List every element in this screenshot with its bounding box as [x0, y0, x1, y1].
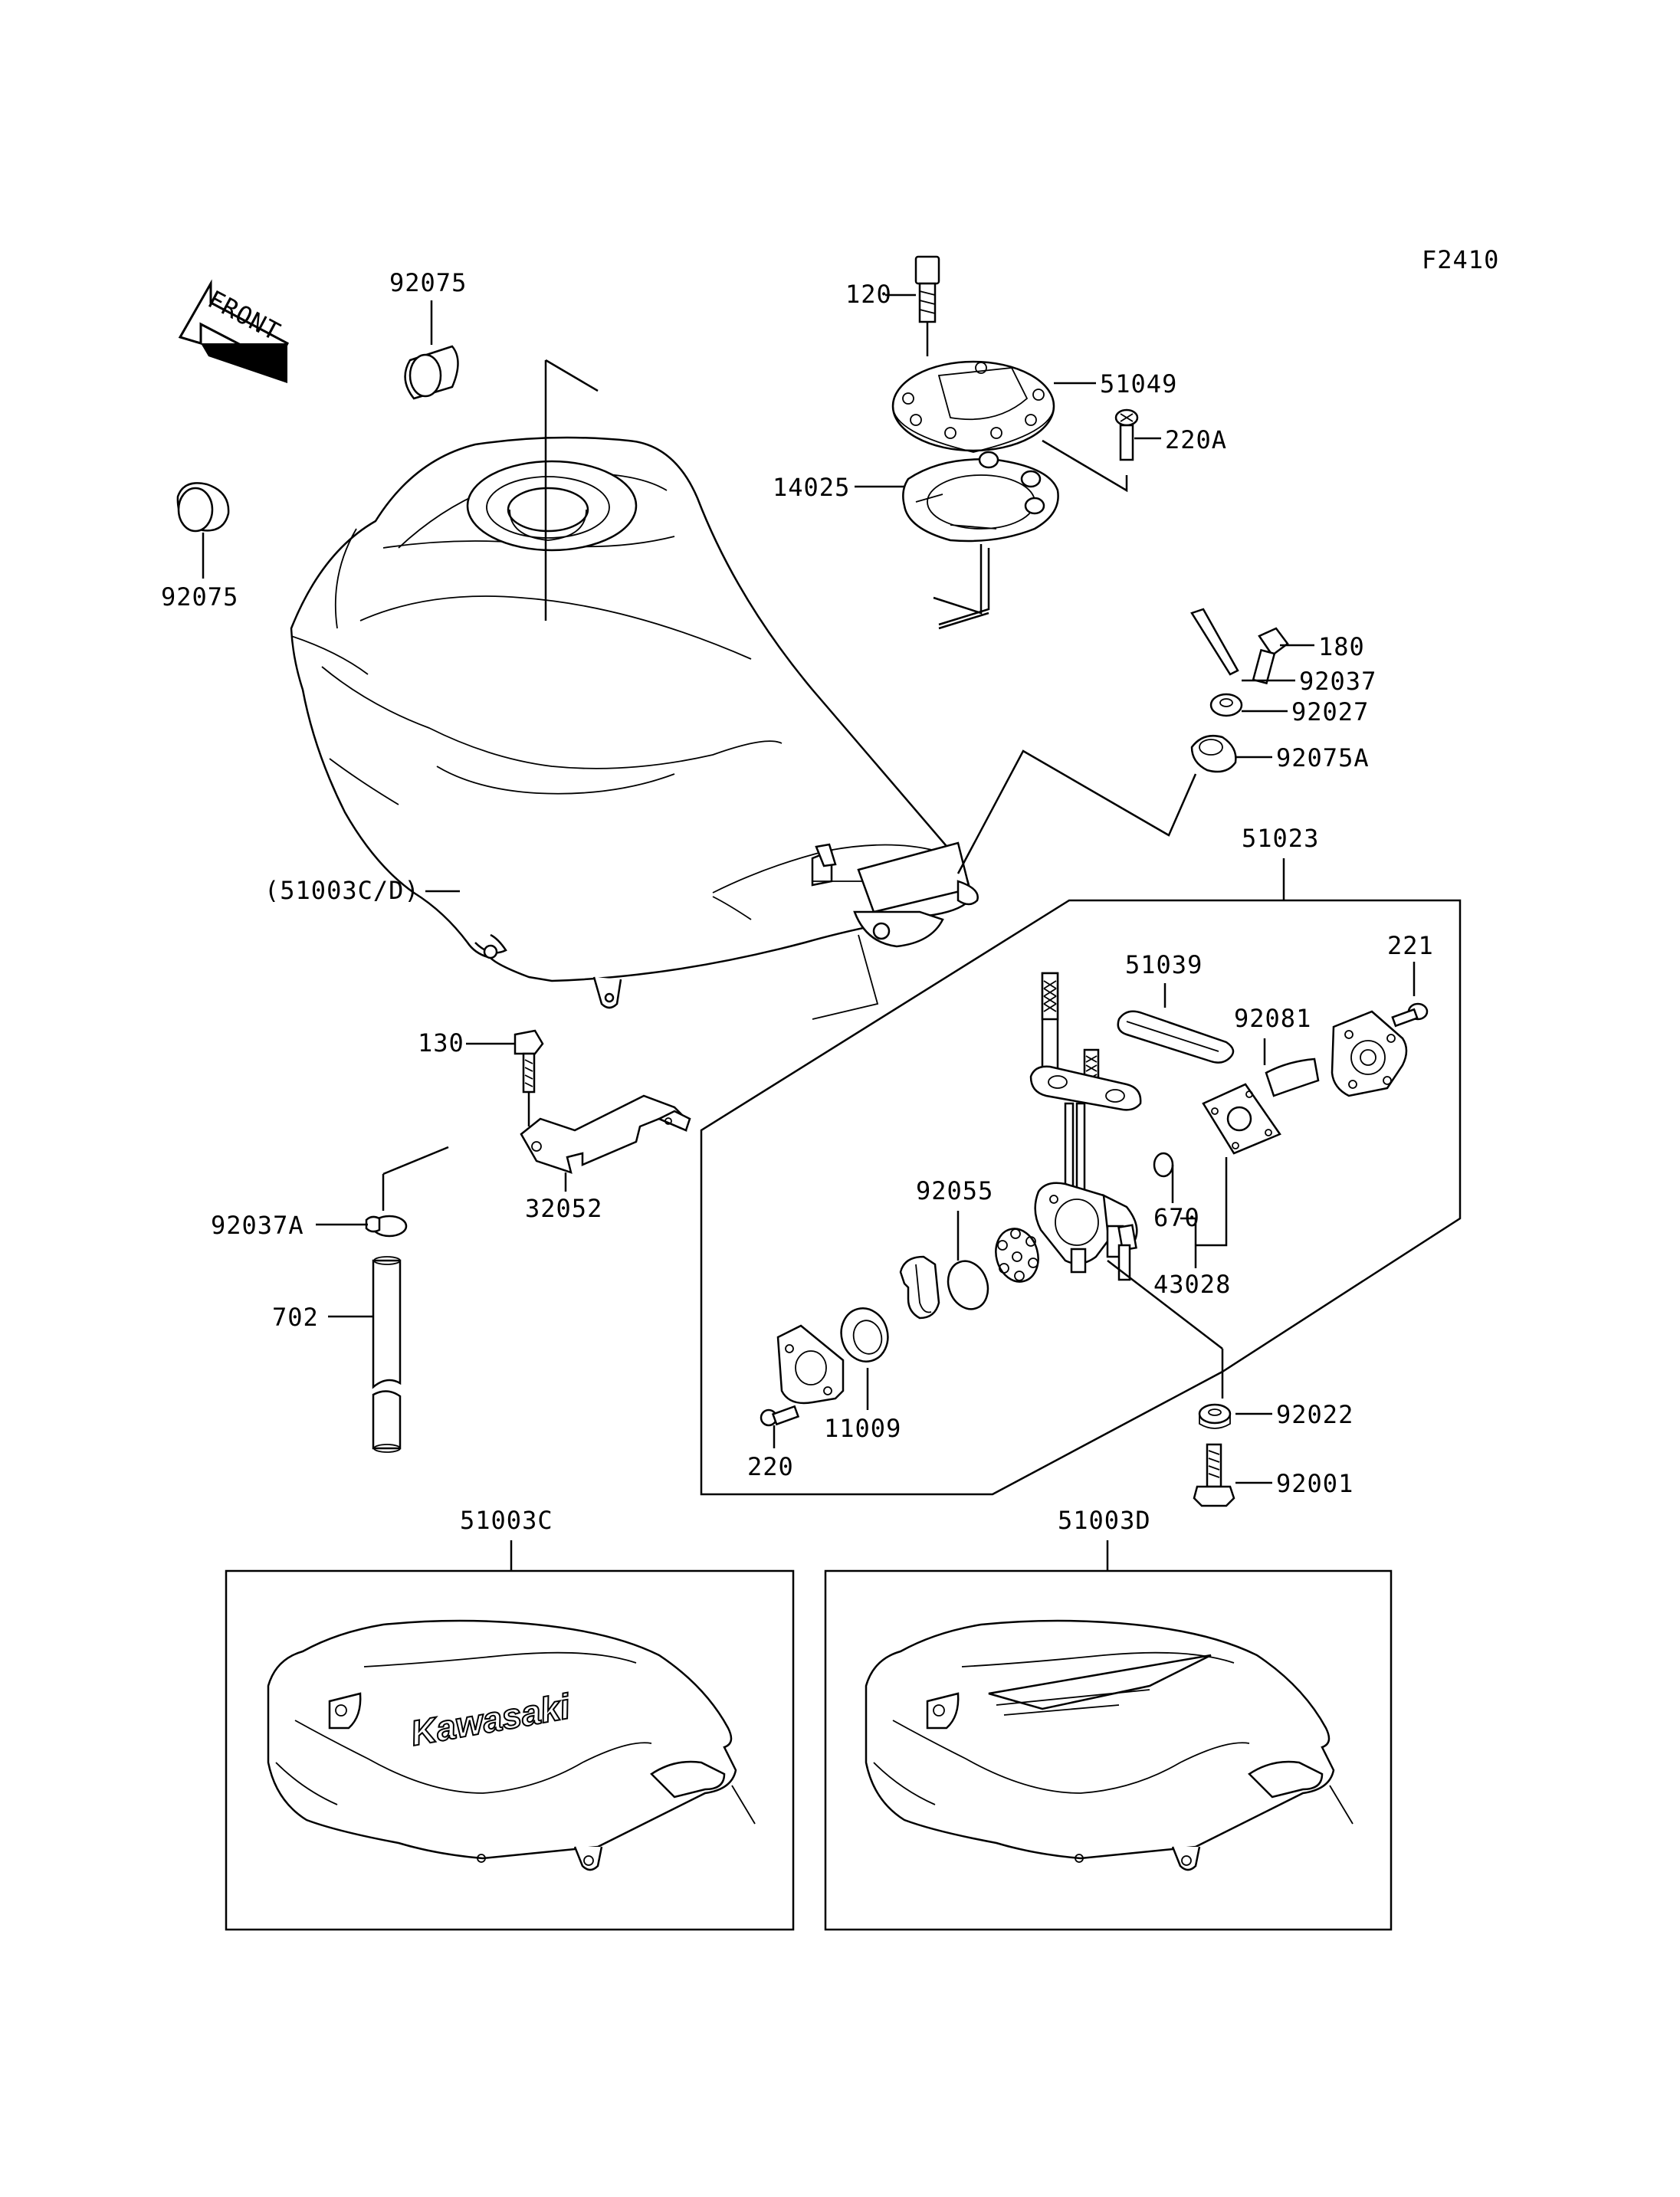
oring-92055: 92055 — [916, 1176, 993, 1310]
spring-92081: 92081 — [1234, 1004, 1320, 1097]
label-92075-left: 92075 — [161, 582, 238, 612]
diaphragm-43028 — [1202, 1083, 1281, 1155]
label-14025: 14025 — [773, 473, 850, 502]
ring-14025: 14025 — [773, 451, 1059, 543]
fuel-tank — [290, 436, 979, 1020]
bolt-92001: 92001 — [1193, 1443, 1354, 1507]
variant-51003C: 51003C Kawasaki — [225, 1506, 795, 1931]
label-220: 220 — [747, 1452, 794, 1481]
label-51003CD: (51003C/D) — [264, 876, 420, 905]
petcock-body — [1029, 972, 1224, 1399]
filter-screen — [995, 1228, 1039, 1283]
label-130: 130 — [418, 1028, 464, 1058]
label-43028: 43028 — [1153, 1270, 1231, 1299]
screw-220A: 220A — [1114, 408, 1227, 461]
bolt-180: 180 92037 92027 — [1190, 608, 1376, 726]
lever — [899, 1255, 940, 1320]
label-51003C: 51003C — [460, 1506, 553, 1535]
cap-51049: 51049 — [891, 360, 1177, 453]
variant-51003D: 51003D — [824, 1506, 1393, 1931]
label-92037: 92037 — [1299, 667, 1376, 696]
oring-670: 670 — [1153, 1152, 1199, 1232]
label-92075A: 92075A — [1276, 743, 1370, 772]
gasket-11009: 11009 — [824, 1307, 901, 1443]
screw-220: 220 — [747, 1405, 800, 1481]
label-702: 702 — [272, 1303, 319, 1332]
label-51023: 51023 — [1242, 824, 1319, 853]
bolt-120: 120 — [845, 255, 940, 356]
label-180: 180 — [1318, 632, 1365, 661]
grommet-92075-left: 92075 — [161, 482, 238, 612]
label-32052: 32052 — [525, 1194, 602, 1223]
hose-702: 702 — [272, 1256, 402, 1453]
label-92055: 92055 — [916, 1176, 993, 1205]
washer-92022: 92022 — [1198, 1400, 1354, 1429]
bracket-32052: 32052 — [520, 1094, 691, 1223]
label-120: 120 — [845, 280, 892, 309]
figure-code: F2410 — [1422, 245, 1499, 274]
label-51003D: 51003D — [1058, 1506, 1151, 1535]
flange-plate — [776, 1324, 845, 1405]
front-arrow-icon: FRONT — [178, 279, 289, 383]
label-92075-top: 92075 — [389, 268, 467, 297]
screw-221: 221 — [1387, 931, 1434, 1028]
label-92037A: 92037A — [211, 1211, 304, 1240]
label-92022: 92022 — [1276, 1400, 1354, 1429]
grommet-92075-top: 92075 — [389, 268, 467, 400]
grommet-92075A: 92075A — [956, 734, 1370, 874]
cover-plate — [1331, 1010, 1408, 1097]
label-221: 221 — [1387, 931, 1434, 960]
label-51039: 51039 — [1125, 950, 1203, 979]
label-51049: 51049 — [1100, 369, 1177, 398]
petcock-assembly-box — [700, 899, 1462, 1496]
clip-92037A: 92037A — [211, 1146, 449, 1240]
gasket-51039: 51039 — [1117, 950, 1235, 1064]
label-92001: 92001 — [1276, 1469, 1354, 1498]
label-92081: 92081 — [1234, 1004, 1311, 1033]
label-92027: 92027 — [1291, 697, 1369, 726]
label-11009: 11009 — [824, 1414, 901, 1443]
bolt-130: 130 — [418, 1028, 544, 1126]
label-220A: 220A — [1165, 425, 1227, 454]
